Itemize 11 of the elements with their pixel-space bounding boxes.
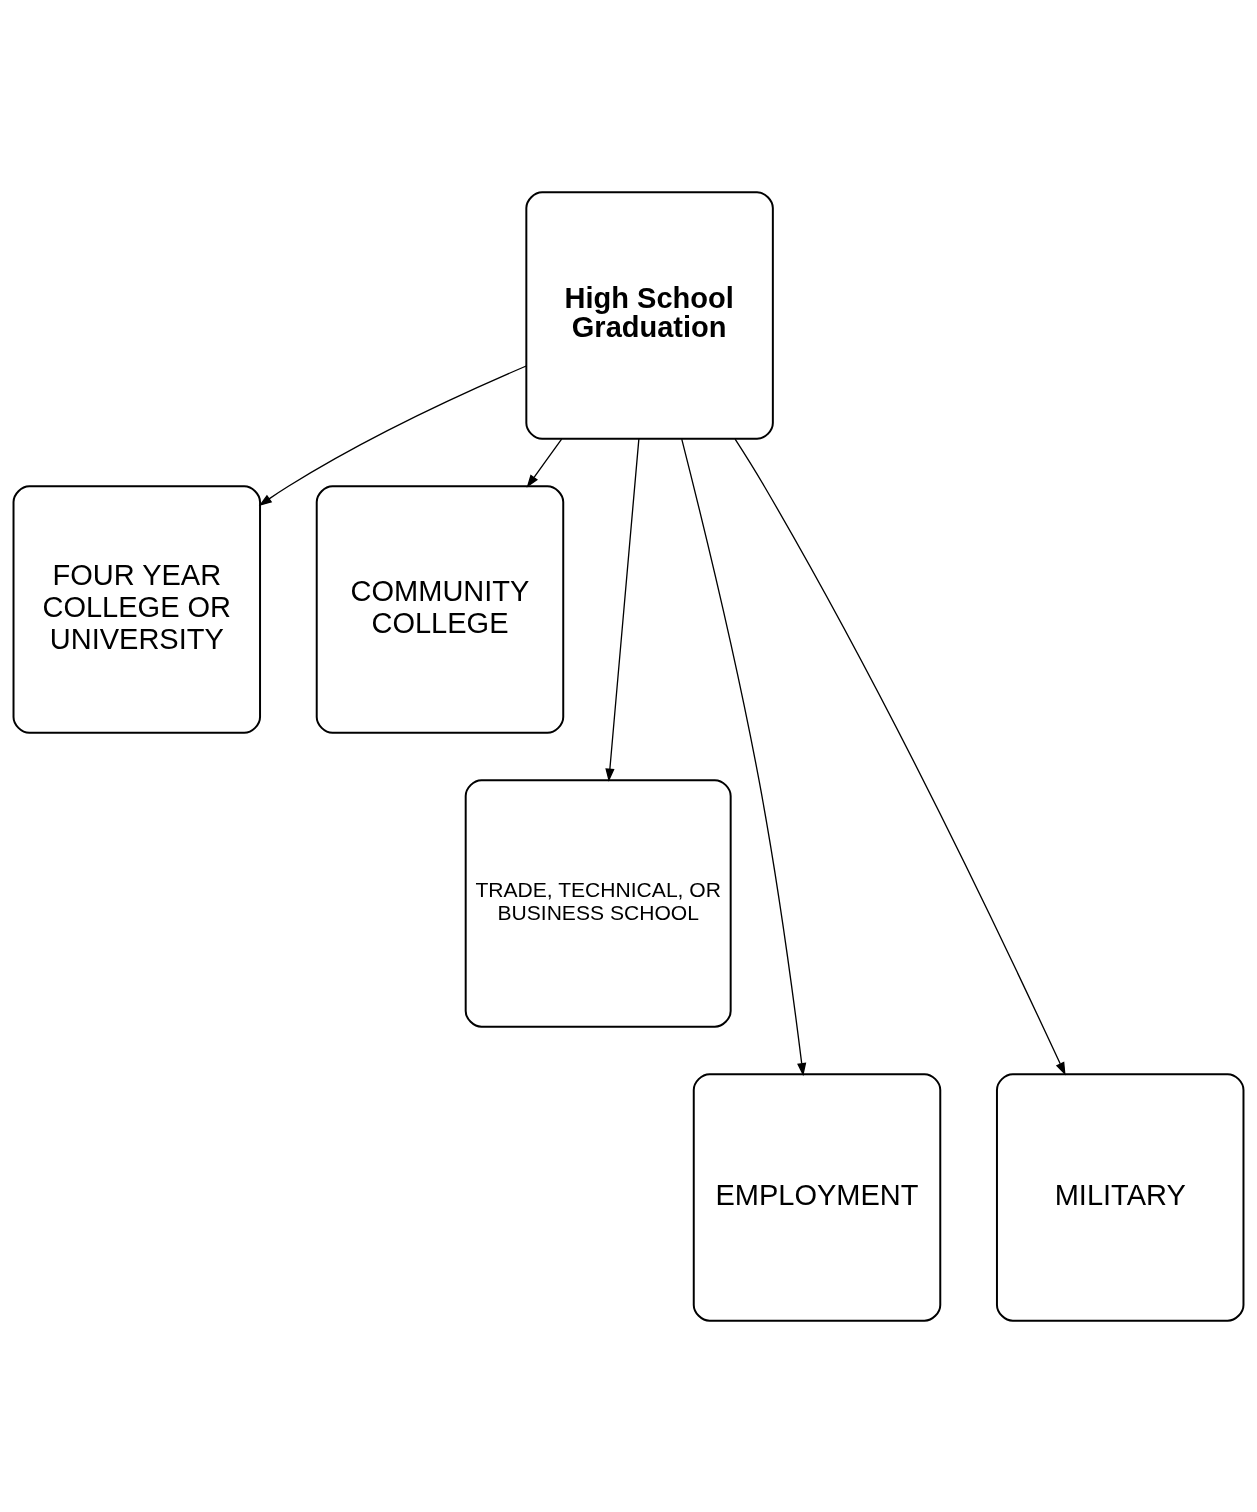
arrow	[734, 438, 1066, 1075]
node-box: TRADE, TECHNICAL, OR BUSINESS SCHOOL	[464, 778, 732, 1028]
node-box: COMMUNITY COLLEGE	[315, 484, 565, 734]
node-box: High School Graduation	[525, 190, 774, 440]
arrow	[526, 437, 563, 488]
arrow	[605, 437, 640, 782]
node-box: MILITARY	[995, 1072, 1245, 1322]
arrow	[681, 437, 807, 1076]
arrow	[258, 364, 527, 506]
node-box: EMPLOYMENT	[692, 1072, 942, 1322]
node-box: FOUR YEAR COLLEGE OR UNIVERSITY	[12, 484, 262, 734]
